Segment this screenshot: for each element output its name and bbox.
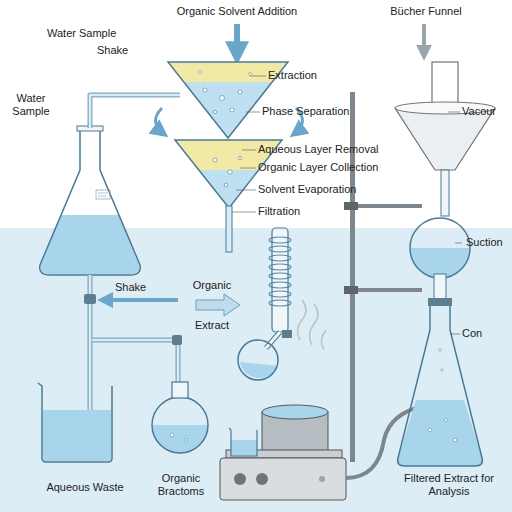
part-label: Filtered Extract for Analysis	[390, 472, 508, 498]
waste-beaker	[38, 383, 112, 462]
step-label: Filtration	[258, 205, 300, 218]
separatory-funnel	[175, 140, 282, 252]
drain-tubing	[84, 275, 182, 420]
action-label: Shake	[97, 44, 128, 57]
collection-flask	[152, 382, 208, 453]
rotary-evaporator	[220, 228, 346, 500]
step-label: Extraction	[268, 69, 317, 82]
suction-flask	[410, 218, 470, 306]
step-label: Organic Layer Collection	[258, 161, 378, 174]
shake-arrow	[102, 298, 178, 302]
input-arrow	[422, 24, 426, 56]
part-label: Bücher Funnel	[374, 5, 478, 18]
step-label: Aqueous Layer Removal	[258, 143, 378, 156]
sample-flask	[40, 126, 141, 275]
part-label: Suction	[466, 236, 503, 249]
receiving-flask	[398, 306, 483, 466]
solvent-arrow	[234, 24, 240, 58]
transfer-tube	[90, 95, 180, 128]
flow-arrow	[196, 294, 240, 316]
part-label: Organic Bractoms	[145, 472, 217, 498]
flow-label: Organic Extract	[183, 265, 241, 345]
step-label: Phase Separation	[262, 105, 349, 118]
shake-arrow	[155, 108, 164, 134]
buchner-funnel	[395, 62, 495, 216]
action-label: Shake	[115, 281, 146, 294]
part-label: Water Sample	[8, 92, 54, 118]
part-label: Con	[462, 327, 482, 340]
step-label: Organic Solvent Addition	[162, 5, 312, 18]
part-label: Aqueous Waste	[28, 481, 142, 494]
part-label: Water Sample	[47, 27, 116, 40]
part-label: Vacour	[462, 105, 496, 118]
leader-line	[448, 112, 462, 334]
transfer-tube	[90, 95, 180, 128]
step-label: Solvent Evaporation	[258, 183, 356, 196]
